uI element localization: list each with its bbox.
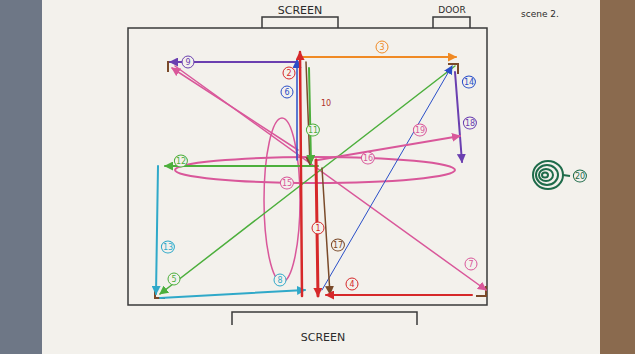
stage-outline [128, 28, 487, 305]
callout-number: 10 [319, 100, 333, 108]
callout-number: 5 [168, 273, 181, 286]
movement-arrow [326, 294, 472, 296]
movement-arrow [302, 56, 456, 58]
scene-label: scene 2. [519, 10, 561, 19]
callout-number: 2 [283, 67, 296, 80]
screen-box [262, 17, 338, 28]
callout-number: 4 [346, 278, 359, 291]
movement-arrow [306, 62, 310, 165]
movement-arrow [160, 290, 305, 298]
screen-label: SCREEN [276, 5, 324, 16]
door-label: DOOR [436, 6, 467, 15]
movement-arrow [300, 52, 302, 296]
movement-arrow [156, 166, 158, 294]
callout-number: 7 [465, 258, 478, 271]
callout-number: 6 [281, 86, 294, 99]
corner-mark [476, 286, 486, 296]
placemat [0, 0, 42, 354]
spiral [533, 161, 570, 189]
callout-number: 8 [274, 274, 287, 287]
door-box [433, 17, 470, 28]
movement-arrow [322, 66, 452, 290]
callout-number: 1 [312, 222, 325, 235]
movement-arrow [165, 165, 318, 167]
movement-arrow [309, 68, 311, 163]
movement-arrow [318, 136, 460, 160]
tabletop [600, 0, 635, 354]
screen-label: SCREEN [299, 332, 347, 343]
callout-number: 3 [376, 41, 389, 54]
movement-arrow [296, 60, 298, 160]
screen-box [232, 312, 417, 325]
corner-mark [448, 64, 458, 74]
paper [42, 0, 600, 354]
movement-arrow [172, 68, 298, 150]
movement-arrow [455, 72, 462, 162]
callout-number: 9 [182, 56, 195, 69]
